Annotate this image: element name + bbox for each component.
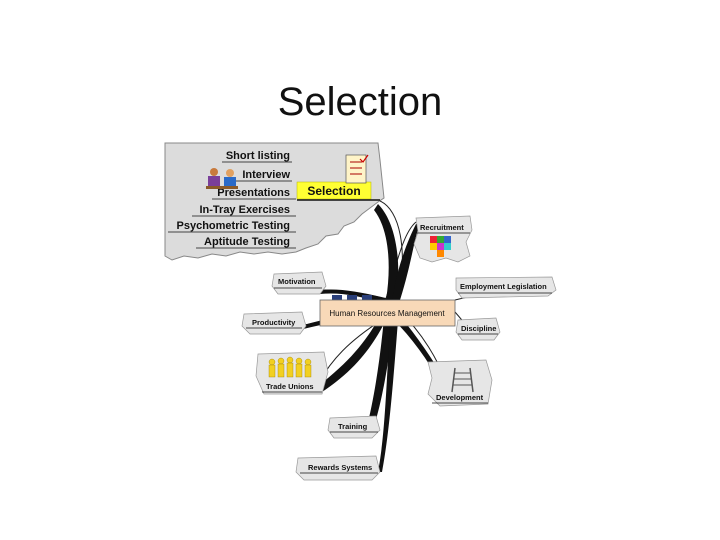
motivation-cloud [271, 271, 327, 295]
rewards-systems-cloud [295, 455, 381, 481]
branch-training: Training [338, 422, 368, 431]
selection-item-short-listing: Short listing [226, 150, 290, 162]
puzzle-icon [430, 236, 451, 257]
branch-development: Development [436, 393, 484, 402]
selection-item-presentations: Presentations [217, 187, 290, 199]
branch-rewards-systems: Rewards Systems [308, 463, 372, 472]
crowd-icon [268, 356, 312, 378]
selection-item-aptitude-testing: Aptitude Testing [204, 236, 290, 248]
interview-people-icon [206, 168, 238, 189]
training-cloud [327, 415, 381, 439]
branch-motivation: Motivation [278, 277, 316, 286]
selection-cloud [164, 142, 385, 261]
list-scroll-icon [345, 154, 369, 184]
ladder-icon [451, 367, 474, 393]
branch-recruitment: Recruitment [420, 223, 464, 232]
center-node: Human Resources Management [319, 295, 456, 327]
selection-item-in-tray-exercises: In-Tray Exercises [199, 204, 290, 216]
discipline-cloud [455, 317, 501, 341]
development-cloud [427, 359, 493, 407]
branch-trade-unions: Trade Unions [266, 382, 314, 391]
selection-item-interview: Interview [242, 169, 290, 181]
slide-title: Selection [277, 80, 443, 124]
selection-item-psychometric-testing: Psychometric Testing [177, 220, 291, 232]
branch-discipline: Discipline [461, 324, 496, 333]
branch-productivity: Productivity [252, 318, 296, 327]
productivity-cloud [241, 311, 307, 335]
center-label: Human Resources Management [329, 309, 445, 318]
selection-label: Selection [307, 184, 360, 198]
branch-employment-legislation: Employment Legislation [460, 282, 547, 291]
selection-highlight [296, 181, 372, 200]
